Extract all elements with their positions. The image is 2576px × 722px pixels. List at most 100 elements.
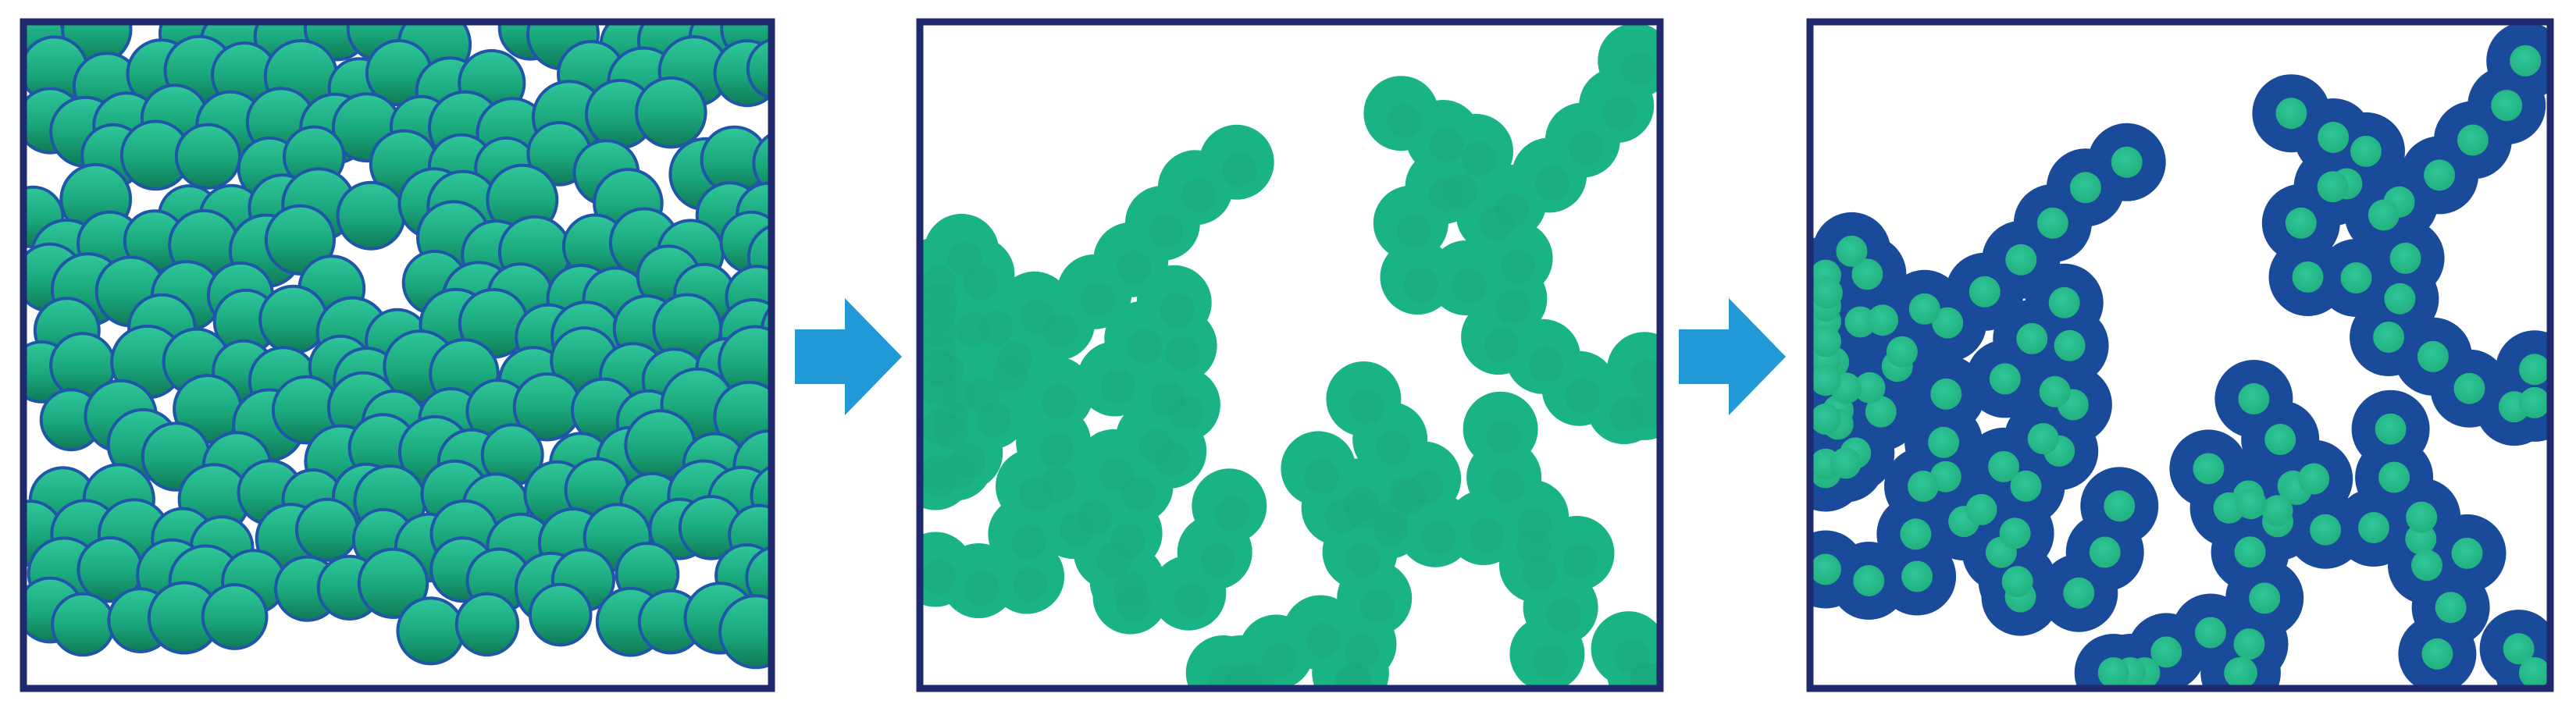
particle-shade	[1495, 289, 1530, 324]
core-particle	[2378, 461, 2410, 493]
particle-shade	[1346, 494, 1381, 529]
core-particle	[2238, 383, 2270, 414]
core-particle	[1810, 365, 1841, 397]
particle-shade	[1148, 213, 1183, 248]
core-particle	[2424, 159, 2456, 191]
particle-shade	[1011, 525, 1046, 560]
particle-shade	[1373, 501, 1408, 536]
core-particle	[1810, 553, 1841, 585]
particle-shade	[1621, 51, 1656, 86]
core-particle	[2261, 495, 2293, 527]
core-particle	[2039, 375, 2071, 407]
particle-shade	[1160, 293, 1195, 328]
particle	[752, 132, 771, 194]
particle-shade	[921, 560, 956, 595]
particle-shade	[1306, 623, 1341, 658]
particle-shade	[1077, 500, 1112, 535]
particle-shade	[1614, 639, 1649, 674]
core-particle	[1930, 378, 1962, 410]
particle	[803, 470, 873, 540]
core-particle	[2358, 512, 2389, 543]
core-particle	[2048, 286, 2080, 318]
core-particle	[1865, 396, 1897, 428]
core-particle	[2150, 636, 2182, 668]
right-arrow-icon	[795, 298, 902, 415]
particle-shade	[1523, 556, 1557, 591]
core-particle	[2417, 340, 2449, 372]
particle	[454, 592, 520, 657]
particle-shade	[1019, 477, 1053, 511]
core-particle	[2405, 523, 2437, 555]
core-particle	[2340, 262, 2372, 293]
particle-shade	[1360, 589, 1395, 624]
core-particle	[2373, 322, 2405, 353]
particle-shade	[1409, 469, 1445, 504]
panel-frame	[1806, 18, 2554, 692]
particle-shade	[1501, 248, 1536, 283]
core-particle	[2298, 463, 2330, 495]
core-particle	[1900, 518, 1932, 550]
core-particle	[2193, 453, 2225, 485]
core-particle	[1853, 565, 1885, 596]
panel-aggregated-network	[916, 18, 1664, 692]
core-particle	[2406, 501, 2438, 533]
particle-shade	[1110, 524, 1145, 559]
particle-shade	[1479, 205, 1514, 240]
particle	[782, 82, 847, 147]
particle	[788, 595, 853, 660]
core-particle	[2063, 577, 2095, 609]
particle-shade	[1565, 379, 1600, 414]
particle	[336, 180, 406, 251]
core-particle	[2375, 413, 2407, 445]
core-particle	[1810, 325, 1841, 357]
core-particle	[2089, 536, 2121, 568]
particle-shade	[1121, 476, 1156, 511]
particle	[528, 582, 593, 647]
particle	[635, 76, 707, 149]
core-particle	[2503, 633, 2535, 665]
core-particle	[1886, 336, 1918, 368]
particle	[258, 284, 329, 354]
particle-shade	[1304, 459, 1339, 494]
particle	[780, 0, 852, 69]
particle-shade	[1602, 96, 1637, 131]
particle-shade	[1042, 384, 1077, 419]
core-particle	[2411, 550, 2442, 582]
particle-shade	[1568, 130, 1603, 165]
particle-shade	[1562, 543, 1598, 578]
core-particle	[2389, 242, 2421, 274]
particle-shade	[1113, 572, 1148, 607]
core-particle	[2104, 490, 2136, 522]
particle	[774, 164, 835, 225]
particle-shade	[1630, 663, 1660, 688]
particle-shade	[1387, 104, 1422, 139]
core-particle	[2010, 470, 2042, 502]
core-particle	[1965, 493, 1997, 525]
particle-shade	[997, 342, 1032, 377]
particle-shade	[1345, 635, 1380, 670]
particle-shade	[1150, 382, 1185, 417]
core-particle	[2310, 514, 2342, 546]
particle	[357, 547, 429, 619]
particle-shade	[1117, 250, 1152, 285]
particle-shade	[1533, 644, 1568, 679]
particle-shade	[1200, 542, 1235, 578]
core-particle	[2317, 171, 2349, 203]
particle	[768, 393, 771, 425]
core-particle	[2519, 354, 2550, 386]
particle-shade	[1215, 496, 1250, 532]
particle-shade	[1020, 299, 1055, 334]
core-particle	[2069, 172, 2101, 204]
particle-shade	[1080, 282, 1115, 317]
particle-shade	[1630, 393, 1660, 428]
core-particle	[2097, 657, 2129, 688]
panel-coated-network	[1806, 18, 2554, 692]
particle	[264, 204, 336, 276]
particle-shade	[922, 283, 957, 318]
core-particle	[2111, 146, 2143, 178]
particle-shade	[947, 241, 982, 276]
particle-shade	[1345, 542, 1381, 578]
particle-shade	[921, 371, 956, 406]
particle-shade	[1349, 389, 1384, 424]
